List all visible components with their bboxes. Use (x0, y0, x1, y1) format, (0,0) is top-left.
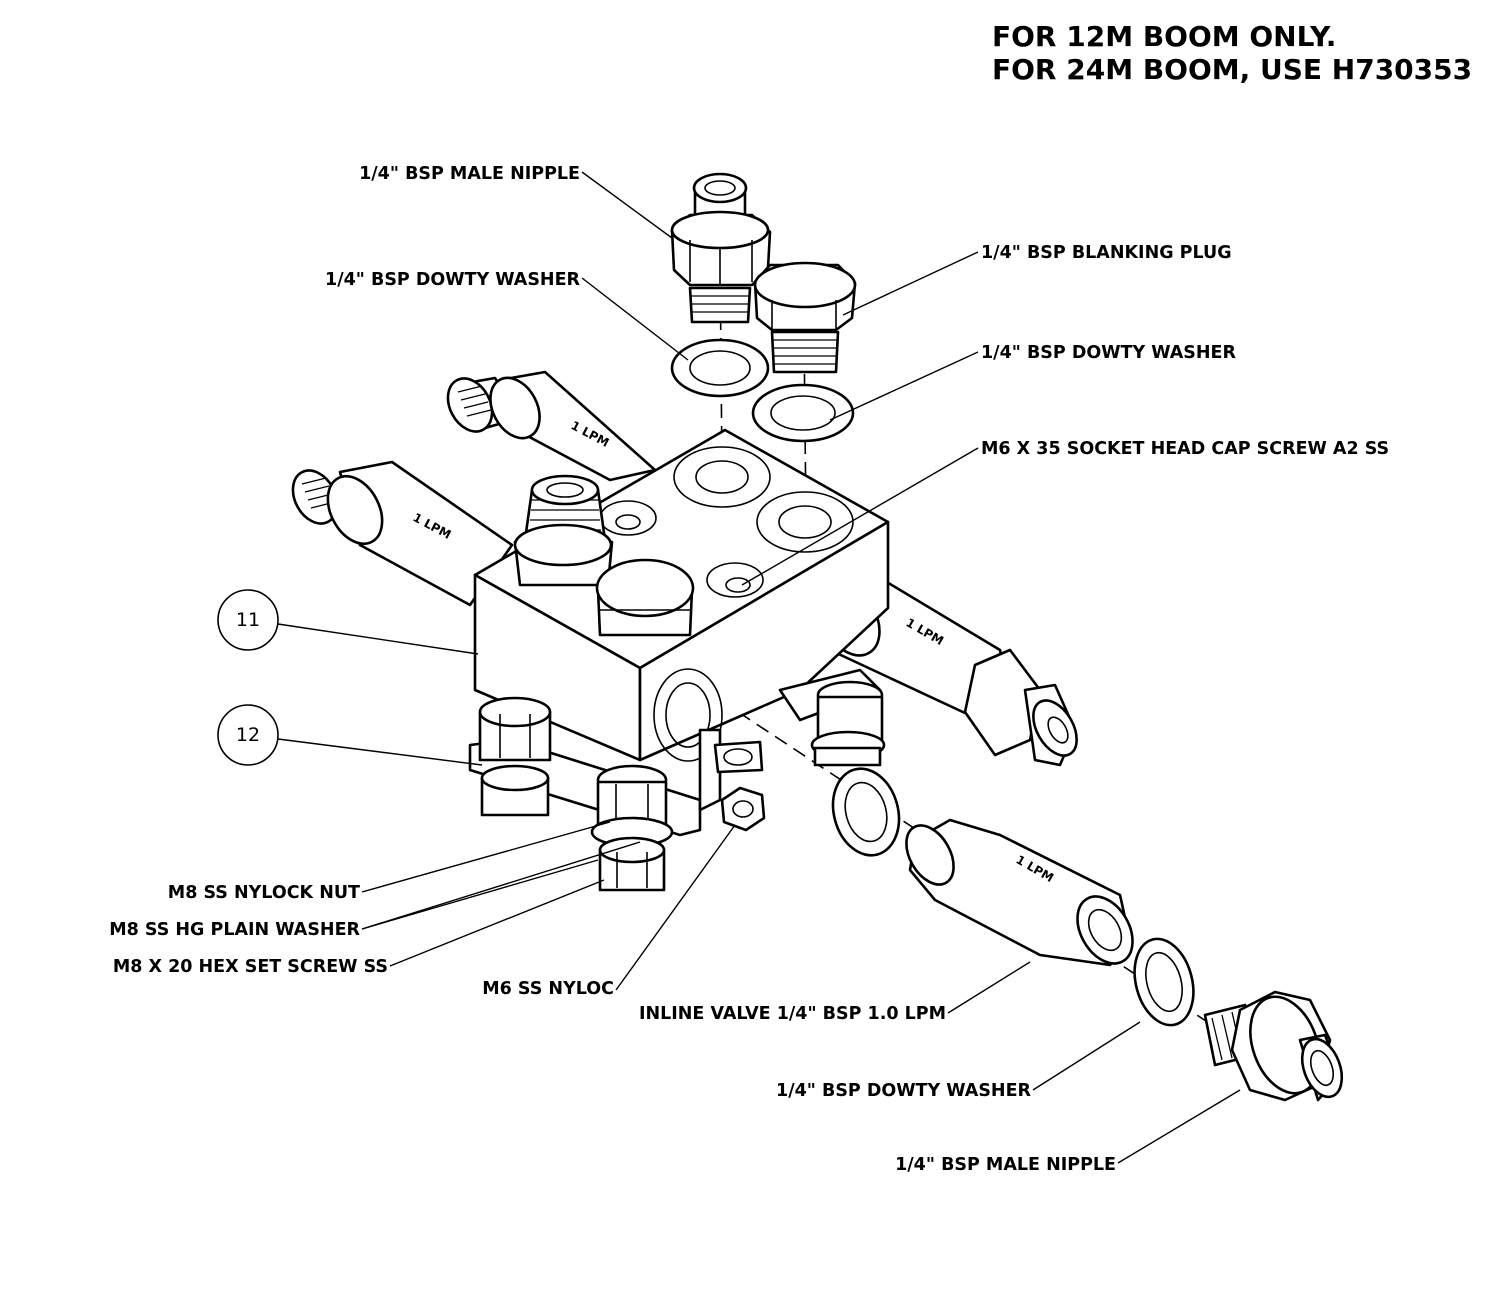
boom-note-line-2: FOR 24M BOOM, USE H730353 (992, 53, 1473, 86)
inline-valve-back-upper: 1 LPM (446, 370, 657, 482)
exploded-top-washer-left (670, 338, 770, 398)
label-bottom-nipple: 1/4" BSP MALE NIPPLE (895, 1155, 1116, 1175)
label-cap-screw: M6 X 35 SOCKET HEAD CAP SCREW A2 SS (981, 439, 1389, 459)
m8-fastener-right (810, 680, 886, 767)
cap-screw-hole-2 (706, 562, 764, 598)
mounted-nipple (513, 474, 614, 587)
boom-note: FOR 12M BOOM ONLY. FOR 24M BOOM, USE H73… (992, 20, 1472, 86)
exploded-bottom-nipple (1203, 990, 1344, 1102)
boom-note-line-1: FOR 12M BOOM ONLY. (992, 20, 1337, 53)
mounted-blanking-plug (595, 558, 695, 637)
label-top-nipple: 1/4" BSP MALE NIPPLE (359, 164, 580, 184)
exploded-inline-valve: 1 LPM (905, 818, 1134, 967)
label-m6-nyloc: M6 SS NYLOC (482, 979, 614, 999)
manifold-block (473, 428, 890, 762)
exploded-top-nipple (670, 172, 772, 324)
label-nylock-nut: M8 SS NYLOCK NUT (168, 883, 360, 903)
leader-lines (277, 171, 1241, 1164)
inline-valve-back-lower: 1 LPM (291, 460, 514, 607)
m8-fastener-left (478, 696, 552, 817)
exploded-top-washer-right (751, 383, 855, 443)
label-top-washer-left: 1/4" BSP DOWTY WASHER (325, 270, 580, 290)
m6-nyloc-nut (713, 740, 766, 832)
label-plain-washer: M8 SS HG PLAIN WASHER (109, 920, 360, 940)
balloon-11-label: 11 (236, 609, 260, 631)
label-inline-valve: INLINE VALVE 1/4" BSP 1.0 LPM (639, 1004, 946, 1024)
label-blanking-plug: 1/4" BSP BLANKING PLUG (981, 243, 1232, 263)
top-port-2 (756, 491, 854, 553)
side-port (653, 668, 723, 762)
balloon-11: 11 (217, 589, 279, 651)
label-bottom-washer: 1/4" BSP DOWTY WASHER (776, 1081, 1031, 1101)
balloon-12-label: 12 (236, 724, 260, 746)
exploded-bottom-washer-2 (1133, 937, 1195, 1027)
callout-labels: 1/4" BSP MALE NIPPLE 1/4" BSP DOWTY WASH… (109, 164, 1389, 1175)
exploded-blanking-plug (753, 261, 857, 374)
m8-fastener-center (590, 764, 674, 892)
exploded-bottom-washer-1 (831, 767, 901, 857)
balloon-12: 12 (217, 704, 279, 766)
label-top-washer-right: 1/4" BSP DOWTY WASHER (981, 343, 1236, 363)
top-port-1 (673, 446, 771, 508)
label-set-screw: M8 X 20 HEX SET SCREW SS (113, 957, 388, 977)
